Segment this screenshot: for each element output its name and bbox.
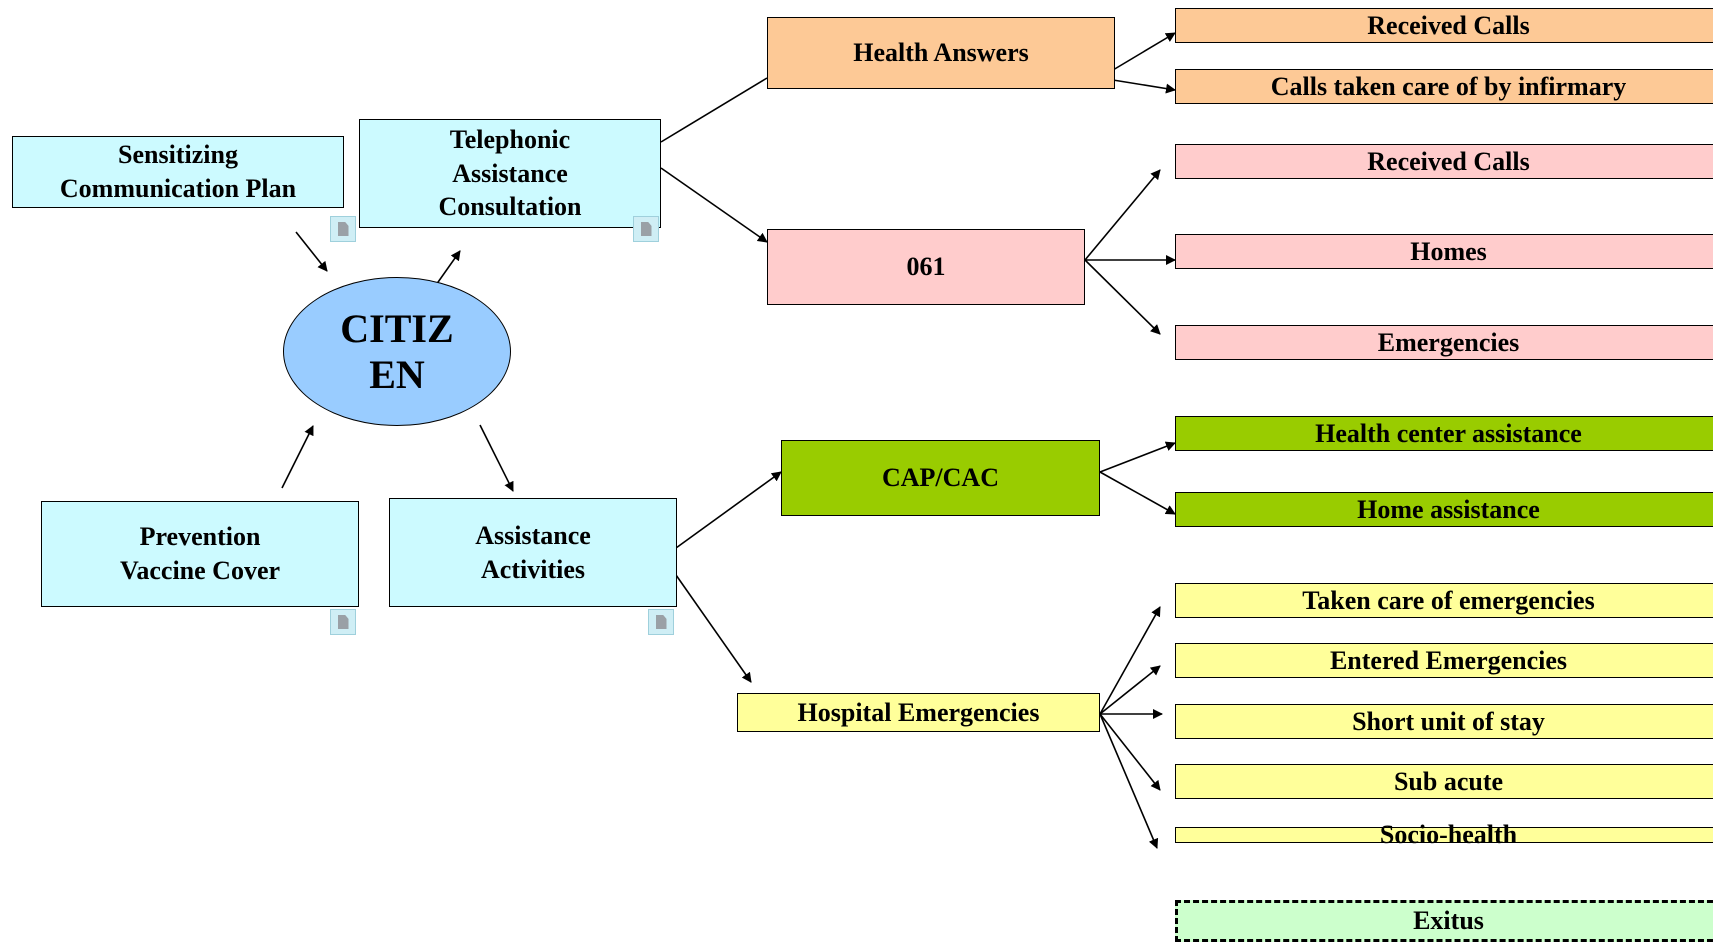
arrow-assistance-to-hospital (675, 574, 752, 683)
node-061: 061 (767, 229, 1085, 305)
arrow-hosp-subacute (1099, 713, 1161, 791)
arrow-cap-home (1099, 471, 1176, 515)
node-telephonic: Telephonic Assistance Consultation (359, 119, 661, 228)
arrow-sensitizing-to-citizen (295, 231, 328, 272)
leaf-socio-health: Socio-health (1175, 822, 1713, 848)
note-icon (330, 216, 356, 242)
leaf-061-homes: Homes (1175, 234, 1713, 269)
arrow-hosp-socio (1099, 713, 1159, 849)
telephonic-line2: Assistance (452, 158, 568, 188)
sensitizing-line1: Sensitizing (118, 140, 238, 170)
leaf-061-received-calls: Received Calls (1175, 144, 1713, 179)
leaf-short-unit-stay: Short unit of stay (1175, 704, 1713, 739)
telephonic-line3: Consultation (438, 192, 582, 222)
arrow-061-emergencies (1084, 259, 1161, 335)
leaf-entered-emergencies: Entered Emergencies (1175, 643, 1713, 678)
leaf-home-assistance: Home assistance (1175, 492, 1713, 527)
note-icon (330, 609, 356, 635)
leaf-health-center-assistance: Health center assistance (1175, 416, 1713, 451)
arrow-ha-received (1112, 32, 1176, 71)
arrow-061-received (1084, 169, 1161, 261)
node-prevention: Prevention Vaccine Cover (41, 501, 359, 607)
node-sensitizing: Sensitizing Communication Plan (12, 136, 344, 208)
leaf-taken-care-emergencies: Taken care of emergencies (1175, 583, 1713, 618)
node-hospital-emergencies: Hospital Emergencies (737, 693, 1100, 732)
leaf-sub-acute: Sub acute (1175, 764, 1713, 799)
arrow-assistance-to-cap (675, 471, 782, 549)
line-telephonic-to-health-answers (660, 77, 768, 143)
prevention-line1: Prevention (139, 522, 261, 552)
arrow-telephonic-to-061 (660, 167, 768, 243)
arrow-citizen-to-assistance (479, 424, 514, 492)
node-cap-cac: CAP/CAC (781, 440, 1100, 516)
arrow-cap-health-center (1099, 441, 1176, 473)
telephonic-line1: Telephonic (449, 124, 571, 154)
leaf-061-emergencies: Emergencies (1175, 325, 1713, 360)
arrow-ha-infirmary (1112, 79, 1176, 94)
arrow-prevention-to-citizen (281, 425, 314, 489)
citizen-node: CITIZ EN (283, 277, 511, 426)
arrow-hosp-entered (1099, 665, 1161, 715)
assistance-line1: Assistance (475, 520, 591, 550)
citizen-line2: EN (369, 351, 425, 397)
leaf-exitus: Exitus (1175, 900, 1713, 942)
note-icon (633, 216, 659, 242)
node-health-answers: Health Answers (767, 17, 1115, 89)
prevention-line2: Vaccine Cover (119, 556, 281, 585)
note-icon (648, 609, 674, 635)
leaf-ha-infirmary: Calls taken care of by infirmary (1175, 69, 1713, 104)
arrow-hosp-taken (1099, 606, 1161, 715)
assistance-line2: Activities (481, 554, 585, 584)
node-assistance: Assistance Activities (389, 498, 677, 607)
citizen-line1: CITIZ (340, 305, 454, 351)
leaf-ha-received-calls: Received Calls (1175, 8, 1713, 43)
sensitizing-line2: Communication Plan (59, 174, 297, 203)
